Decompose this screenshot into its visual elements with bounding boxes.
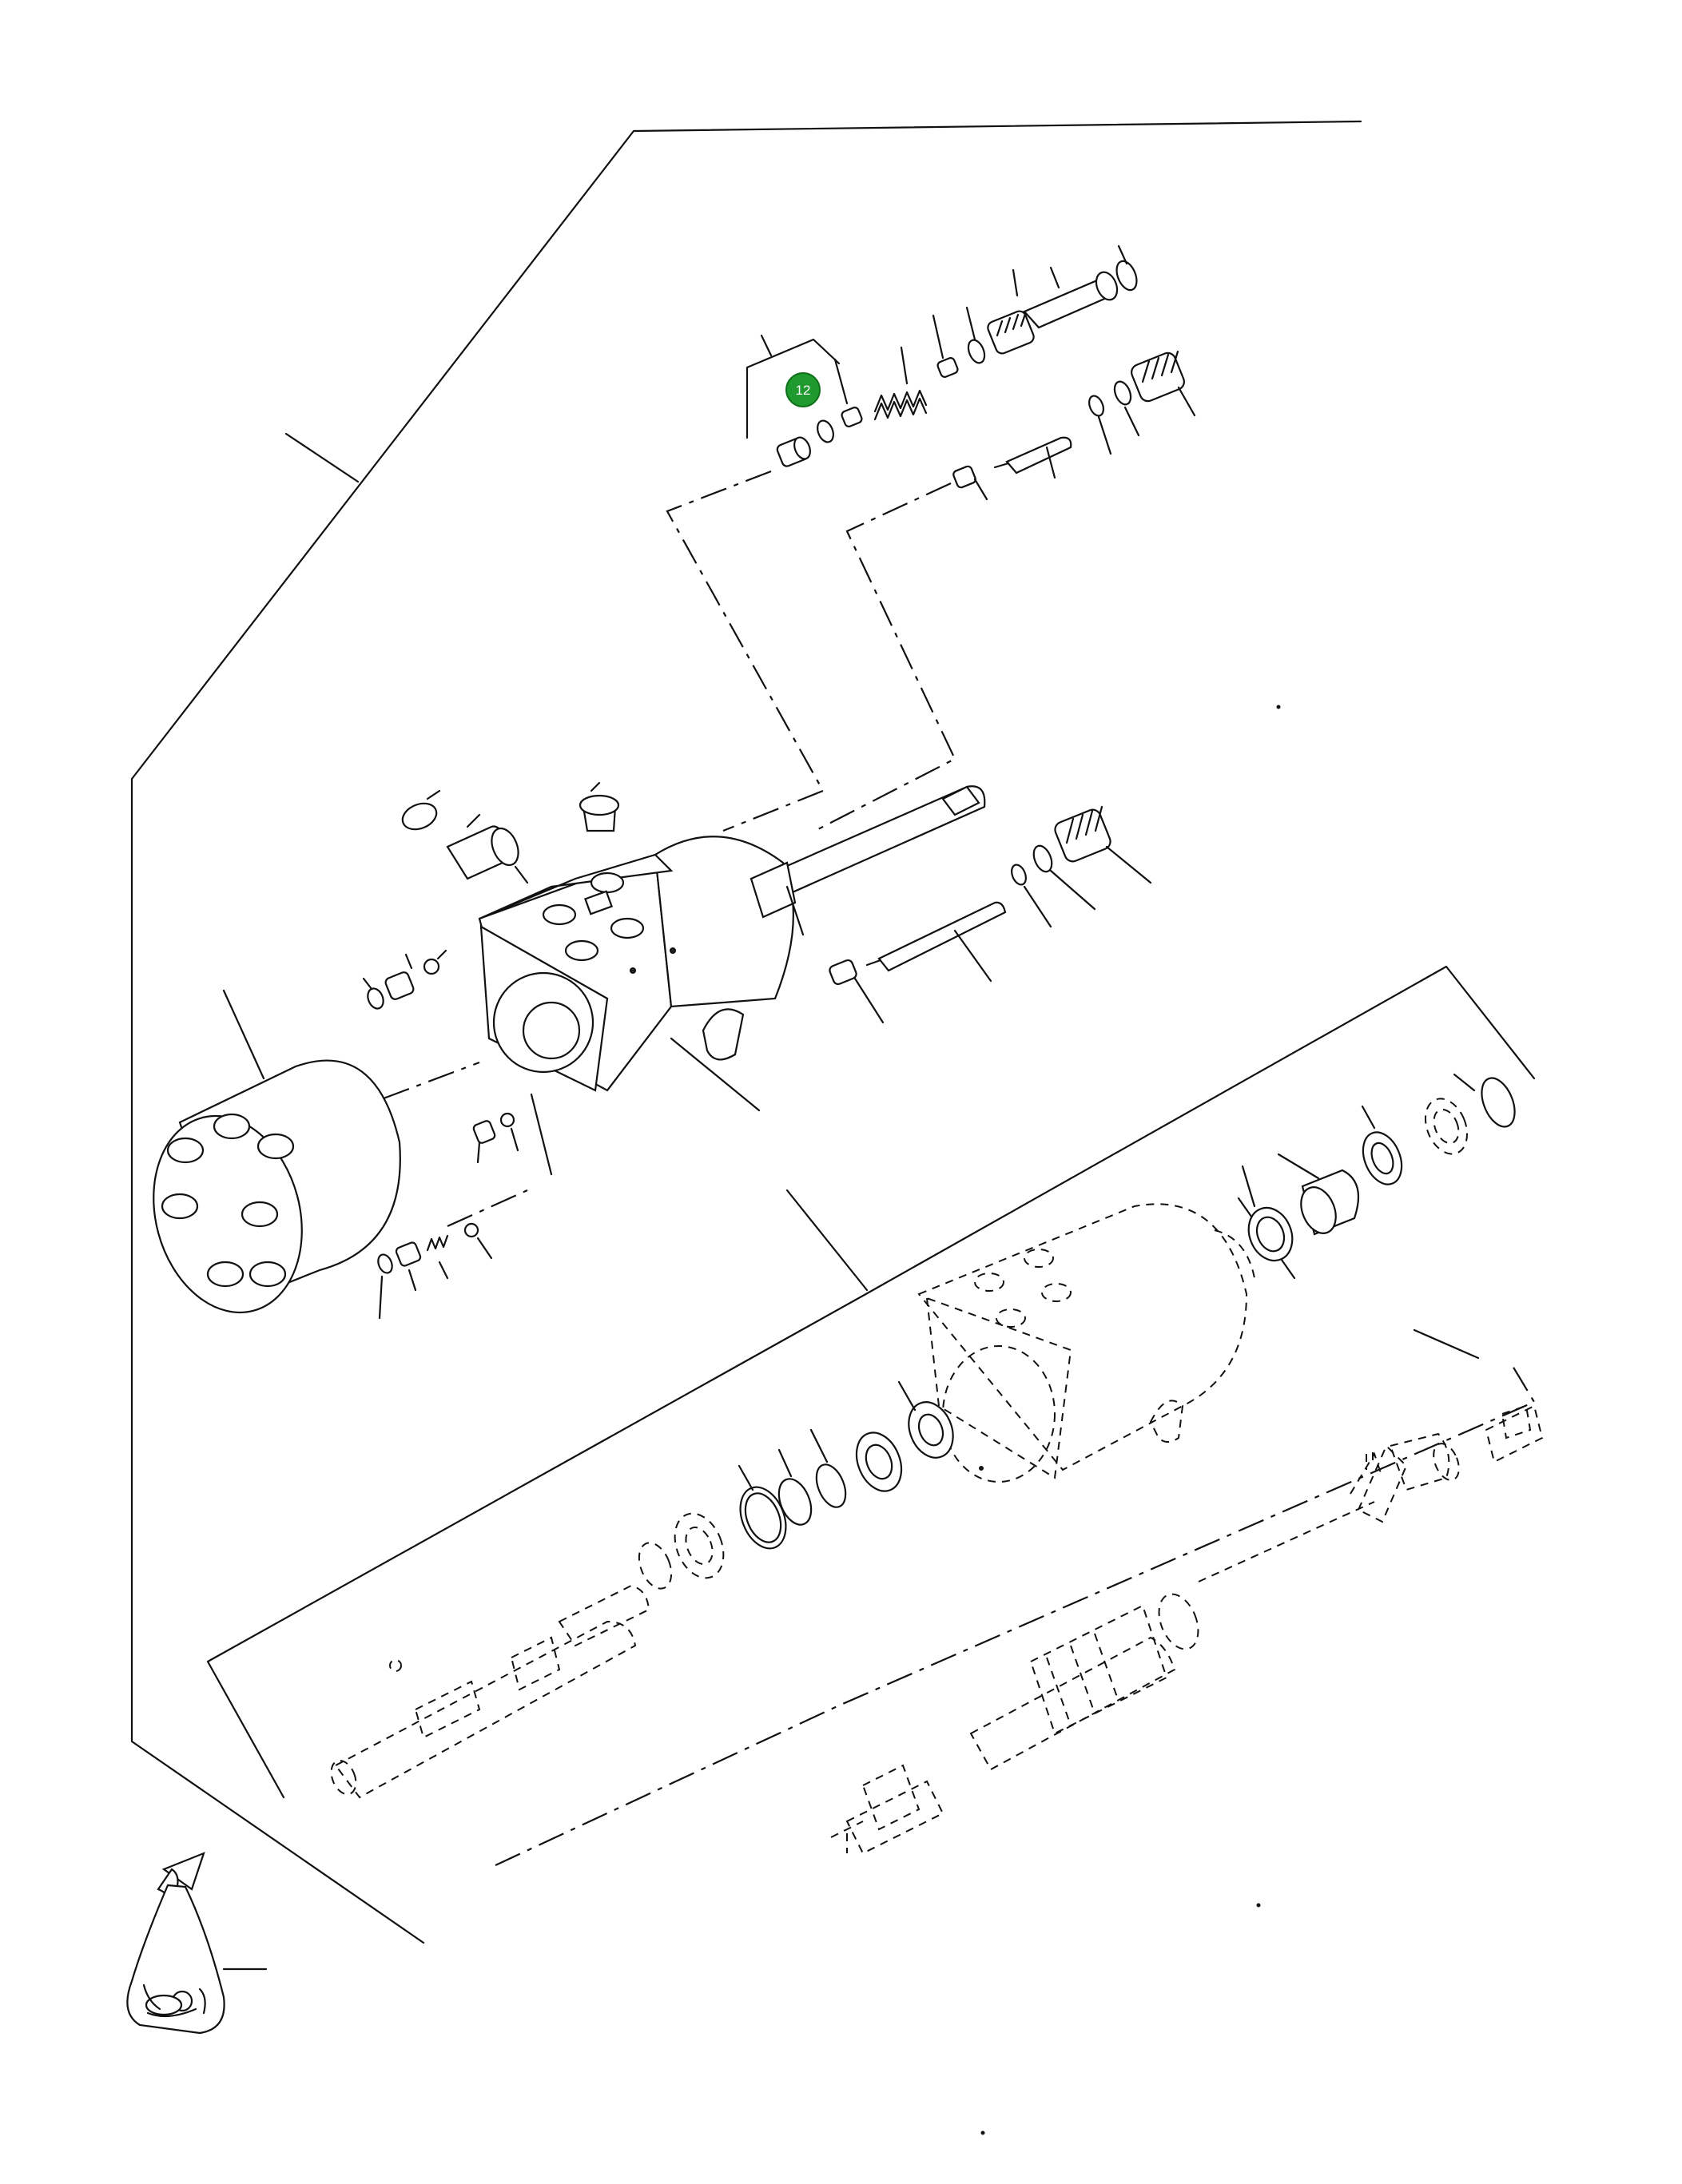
check-valve-part — [446, 825, 519, 880]
retaining-ring-part — [1481, 1077, 1516, 1128]
spring-part — [426, 1234, 449, 1252]
lip-seal-part — [908, 1401, 954, 1459]
callout-12-label: 12 — [796, 383, 811, 398]
plunger-part — [993, 436, 1072, 475]
washer-part — [967, 339, 986, 364]
frame-outline — [130, 120, 1362, 1944]
o-ring-part — [377, 1253, 393, 1274]
check-plug-part — [579, 794, 620, 832]
leader-line — [1413, 1328, 1480, 1360]
small-plug-part — [952, 465, 976, 489]
plug-part — [1131, 350, 1185, 403]
seal-kit-frame — [206, 965, 1536, 1799]
o-ring-part — [1088, 395, 1104, 417]
thrust-washer-part — [674, 1512, 725, 1579]
check-ball-part — [463, 1222, 479, 1238]
backup-ring-part — [1113, 380, 1132, 406]
dust-seal-part — [1362, 1131, 1403, 1185]
body-accessory-parts — [362, 781, 1152, 1320]
thrust-bearing-part — [638, 1542, 673, 1590]
backup-ring-part — [1032, 844, 1053, 873]
needle-bearing-part — [855, 1432, 903, 1492]
check-ball-seat-part — [384, 971, 415, 1000]
bushing-part — [1247, 1206, 1294, 1262]
seal-kit-bag-icon — [126, 1852, 268, 2035]
valve-cartridge-part — [1023, 271, 1119, 329]
check-ball-seat-part — [395, 1241, 422, 1267]
o-ring-part — [1115, 260, 1138, 292]
o-ring-part — [815, 1463, 847, 1508]
assembly-centerlines — [383, 1037, 761, 1228]
relief-valve-parts-group — [746, 244, 1196, 501]
o-ring-part — [367, 987, 384, 1010]
scan-specks — [979, 705, 1281, 2135]
gerotor-end-cover — [153, 989, 401, 1314]
assembly-centerlines — [495, 1361, 1536, 1866]
drive-shaft-phantom — [830, 1404, 1544, 1855]
check-ball-part — [499, 1112, 515, 1128]
adjusting-screw-part — [987, 310, 1035, 355]
o-ring-part — [401, 802, 438, 831]
callout-12[interactable]: 12 — [785, 372, 821, 407]
spool-phantom — [330, 1584, 650, 1799]
end-plug-part — [1054, 805, 1111, 863]
thrust-bearing-part — [1424, 1098, 1469, 1155]
small-plug-part — [829, 959, 857, 986]
check-ball-part — [423, 958, 440, 975]
valve-seat-part — [776, 436, 811, 467]
steering-valve-body — [478, 785, 986, 1092]
assembly-centerlines — [666, 470, 956, 832]
spool-shaft-part — [865, 901, 1007, 972]
spring-guide-part — [936, 357, 959, 378]
steering-valve-body-phantom — [917, 1197, 1296, 1483]
seal-kit-parts — [638, 1073, 1516, 1590]
check-ball-seat-part — [472, 1120, 496, 1144]
o-ring-part — [817, 419, 834, 443]
poppet-part — [841, 407, 863, 427]
o-ring-part — [1011, 864, 1027, 886]
callout-12-marker[interactable] — [785, 372, 821, 407]
spring-part — [873, 389, 928, 421]
bearing-race-part — [1300, 1169, 1360, 1236]
